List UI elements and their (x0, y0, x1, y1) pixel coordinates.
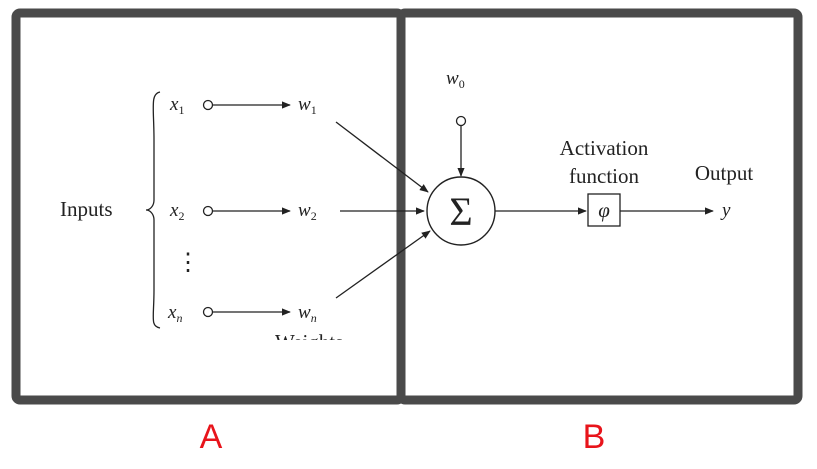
weight-arrow-n (335, 230, 431, 299)
input-row-1: x1 w1 (169, 94, 317, 117)
panel-label-b: B (583, 418, 606, 456)
weights-label-cropped: Weights (275, 330, 343, 354)
activation-label-line1: Activation (560, 136, 649, 160)
weight-arrow-1 (335, 121, 429, 193)
input-x1: x1 (169, 94, 184, 117)
input-node-n (202, 306, 214, 318)
bias-w0: w0 (446, 68, 465, 91)
input-row-2: x2 w2 (169, 200, 317, 223)
input-node-1 (202, 99, 214, 111)
weight-wn: wn (298, 302, 317, 325)
activation-box (587, 193, 621, 227)
activation-phi: φ (598, 198, 610, 222)
output-y: y (720, 200, 731, 221)
activation-label-line2: function (569, 164, 639, 188)
input-x2: x2 (169, 200, 184, 223)
weight-w1: w1 (298, 94, 317, 117)
summation-symbol: Σ (449, 189, 472, 234)
inputs-ellipsis: ⋮ (176, 250, 200, 276)
crop-mask (21, 340, 396, 395)
input-node-2 (202, 205, 214, 217)
inputs-brace (145, 91, 161, 329)
panel-label-a: A (200, 418, 223, 456)
inputs-label: Inputs (60, 197, 113, 221)
bias-node (455, 115, 467, 127)
weight-w2: w2 (298, 200, 317, 223)
input-row-n: xn wn (167, 302, 317, 325)
output-label: Output (695, 161, 754, 185)
input-xn: xn (167, 302, 182, 325)
